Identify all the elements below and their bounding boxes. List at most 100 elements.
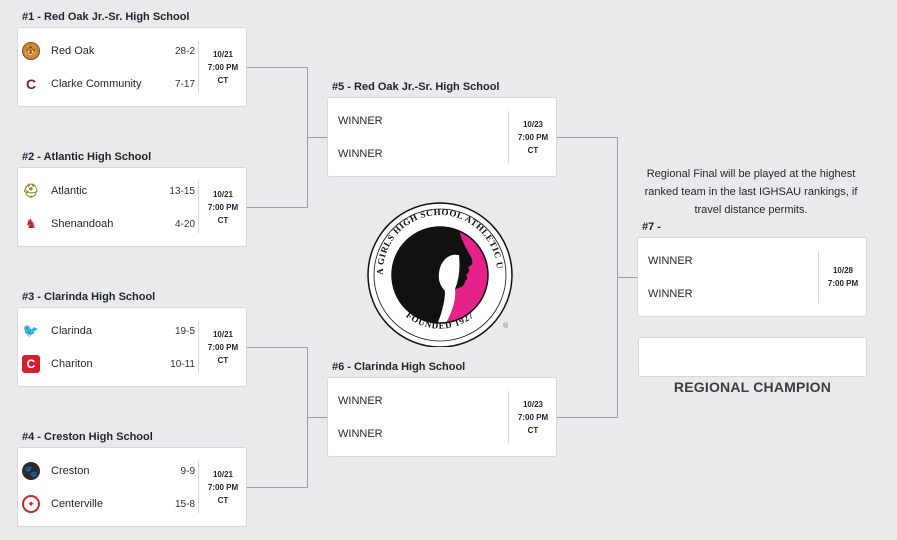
team-name: Red Oak <box>51 45 95 57</box>
cardinal-icon: 🐦 <box>22 322 40 340</box>
bracket-line <box>247 347 307 348</box>
match-time: 7:00 PM <box>207 203 239 212</box>
team-name: Chariton <box>51 358 93 370</box>
winner-slot: WINNER <box>338 148 383 160</box>
tiger-icon: 🐯 <box>22 42 40 60</box>
team-row[interactable]: ⛑ Atlantic 13-15 <box>18 181 246 201</box>
winner-slot: WINNER <box>338 428 383 440</box>
match-date: 10/23 <box>522 400 544 409</box>
match-datetime: 10/28 7:00 PM <box>819 264 867 290</box>
match-time: 7:00 PM <box>207 343 239 352</box>
match-tz: CT <box>217 496 229 505</box>
match-time: 7:00 PM <box>517 413 549 422</box>
emblem-pink-profile <box>445 227 488 323</box>
team-record: 7-17 <box>174 78 195 90</box>
team-row[interactable]: C Chariton 10-11 <box>18 354 246 374</box>
cavalier-c-icon: C <box>22 75 40 93</box>
match-tz: CT <box>527 426 539 435</box>
match-card[interactable]: 🐦 Clarinda 19-5 C Chariton 10-11 10/21 7… <box>17 307 247 387</box>
ighsau-logo-icon: IOWA GIRLS HIGH SCHOOL ATHLETIC UNION FO… <box>365 185 513 347</box>
divider <box>198 41 199 93</box>
winner-slot: WINNER <box>648 255 693 267</box>
bracket-line <box>247 487 307 488</box>
match-datetime: 10/21 7:00 PM CT <box>199 48 247 87</box>
team-name: Clarke Community <box>51 78 142 90</box>
panther-icon: 🐾 <box>22 462 40 480</box>
divider <box>508 391 509 443</box>
team-name: Shenandoah <box>51 218 114 230</box>
match-card[interactable]: 🐯 Red Oak 28-2 C Clarke Community 7-17 1… <box>17 27 247 107</box>
match-datetime: 10/23 7:00 PM CT <box>509 398 557 437</box>
match-tz: CT <box>217 216 229 225</box>
registered-mark: ® <box>503 323 509 330</box>
bracket-line <box>307 137 327 138</box>
match-tz: CT <box>217 356 229 365</box>
match-card[interactable]: WINNER WINNER 10/23 7:00 PM CT <box>327 377 557 457</box>
match-date: 10/21 <box>212 50 234 59</box>
mustang-icon: ♞ <box>22 215 40 233</box>
bracket-line <box>557 417 617 418</box>
match-datetime: 10/21 7:00 PM CT <box>199 188 247 227</box>
match-title: #1 - Red Oak Jr.-Sr. High School <box>22 11 190 23</box>
divider <box>508 111 509 163</box>
bracket-line <box>307 417 327 418</box>
match-title: #7 - <box>642 221 661 233</box>
team-row[interactable]: C Clarke Community 7-17 <box>18 74 246 94</box>
winner-slot: WINNER <box>648 288 693 300</box>
match-datetime: 10/21 7:00 PM CT <box>199 328 247 367</box>
regional-final-note: Regional Final will be played at the hig… <box>644 168 858 216</box>
team-name: Creston <box>51 465 90 477</box>
match-title: #6 - Clarinda High School <box>332 361 466 373</box>
chariton-c-icon: C <box>22 355 40 373</box>
trojan-helmet-icon: ⛑ <box>22 182 40 200</box>
match-time: 7:00 PM <box>207 483 239 492</box>
team-row[interactable]: ✦ Centerville 15-8 <box>18 494 246 514</box>
bracket-line <box>247 67 307 68</box>
match-date: 10/21 <box>212 190 234 199</box>
champion-label: REGIONAL CHAMPION <box>673 379 832 395</box>
team-row[interactable]: 🐾 Creston 9-9 <box>18 461 246 481</box>
team-row[interactable]: 🐯 Red Oak 28-2 <box>18 41 246 61</box>
match-time: 7:00 PM <box>207 63 239 72</box>
emblem-white-neck <box>437 254 460 323</box>
team-record: 10-11 <box>170 358 195 370</box>
redskin-icon: ✦ <box>22 495 40 513</box>
bracket-line <box>557 137 617 138</box>
bracket-line <box>247 207 307 208</box>
match-card[interactable]: WINNER WINNER 10/28 7:00 PM <box>637 237 867 317</box>
emblem-inner-ring <box>373 208 507 342</box>
match-tz: CT <box>527 146 539 155</box>
match-date: 10/23 <box>522 120 544 129</box>
bracket-line <box>617 277 637 278</box>
winner-slot: WINNER <box>338 395 383 407</box>
team-record: 13-15 <box>169 185 195 197</box>
match-date: 10/28 <box>832 266 854 275</box>
match-card[interactable]: WINNER WINNER 10/23 7:00 PM CT <box>327 97 557 177</box>
match-card[interactable]: 🐾 Creston 9-9 ✦ Centerville 15-8 10/21 7… <box>17 447 247 527</box>
match-time: 7:00 PM <box>827 279 859 288</box>
match-title: #3 - Clarinda High School <box>22 291 156 303</box>
match-title: #5 - Red Oak Jr.-Sr. High School <box>332 81 500 93</box>
team-record: 4-20 <box>174 218 195 230</box>
match-datetime: 10/23 7:00 PM CT <box>509 118 557 157</box>
match-title: #4 - Creston High School <box>22 431 153 443</box>
divider <box>818 251 819 303</box>
divider <box>198 321 199 373</box>
team-name: Atlantic <box>51 185 88 197</box>
team-record: 19-5 <box>174 325 195 337</box>
team-record: 15-8 <box>174 498 195 510</box>
team-row[interactable]: ♞ Shenandoah 4-20 <box>18 214 246 234</box>
team-row[interactable]: 🐦 Clarinda 19-5 <box>18 321 246 341</box>
divider <box>198 181 199 233</box>
match-time: 7:00 PM <box>517 133 549 142</box>
team-record: 28-2 <box>174 45 195 57</box>
team-record: 9-9 <box>180 465 195 477</box>
team-name: Centerville <box>51 498 103 510</box>
match-card[interactable]: ⛑ Atlantic 13-15 ♞ Shenandoah 4-20 10/21… <box>17 167 247 247</box>
divider <box>198 461 199 513</box>
team-name: Clarinda <box>51 325 92 337</box>
match-title: #2 - Atlantic High School <box>22 151 152 163</box>
match-datetime: 10/21 7:00 PM CT <box>199 468 247 507</box>
match-date: 10/21 <box>212 330 234 339</box>
match-date: 10/21 <box>212 470 234 479</box>
